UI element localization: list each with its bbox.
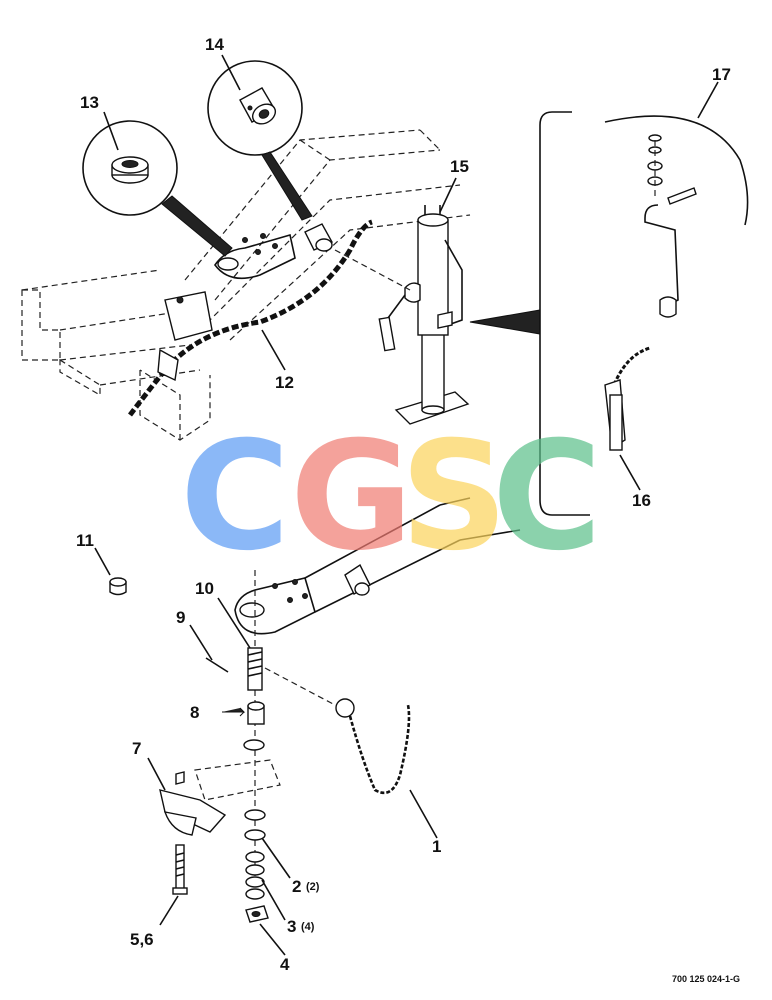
drawing-code: 700 125 024-1-G xyxy=(672,974,740,984)
crank-handle-17: 17 xyxy=(604,65,749,318)
lock-washer-3: 3 (4) xyxy=(245,851,315,936)
watermark-letter-1: C xyxy=(180,410,290,584)
watermark-letter-2: G xyxy=(290,410,413,584)
callout-10: 10 xyxy=(195,579,214,598)
lower-tongue-frame xyxy=(234,497,521,635)
safety-chain-12: 12 xyxy=(128,219,373,417)
bolt-5-6: 5,6 xyxy=(130,844,188,949)
detail-bracket xyxy=(539,111,590,516)
watermark-letter-4: C xyxy=(492,410,602,584)
frame-sleeve xyxy=(304,223,333,252)
hitch-pin-chain-1: 1 xyxy=(264,667,441,856)
washer-2: 2 (2) xyxy=(244,809,320,896)
callout-16: 16 xyxy=(632,491,651,510)
trailer-tongue-frame xyxy=(21,129,471,441)
washer-upper xyxy=(243,739,265,751)
frame-clamp xyxy=(164,291,213,341)
callout-11: 11 xyxy=(76,531,94,550)
callout-17: 17 xyxy=(712,65,731,84)
callout-1: 1 xyxy=(432,837,441,856)
callout-15: 15 xyxy=(450,157,469,176)
cgsc-watermark: C G S C xyxy=(180,410,602,584)
cotter-pin-9: 9 xyxy=(176,608,229,673)
bracket-7: 7 xyxy=(132,739,281,836)
pointer-to-detail xyxy=(469,309,541,335)
pin-with-chain-16: 16 xyxy=(604,346,651,510)
callout-13: 13 xyxy=(80,93,99,112)
callout-4: 4 xyxy=(280,955,290,974)
callout-9: 9 xyxy=(176,608,185,627)
callout-5-6: 5,6 xyxy=(130,930,154,949)
detail-circle-13: 13 xyxy=(80,93,233,257)
callout-14: 14 xyxy=(205,35,224,54)
coupler-plate xyxy=(214,233,296,280)
watermark-letter-3: S xyxy=(400,410,508,584)
bushing-13-icon xyxy=(111,156,149,184)
callout-7: 7 xyxy=(132,739,141,758)
nut-4: 4 xyxy=(245,905,290,974)
detail-circle-14: 14 xyxy=(205,35,313,221)
cap-11: 11 xyxy=(76,531,127,596)
callout-2: 2 xyxy=(292,877,301,896)
stud-10: 10 xyxy=(195,579,263,691)
callout-8: 8 xyxy=(190,703,199,722)
sleeve-14-icon xyxy=(239,87,277,125)
callout-3: 3 xyxy=(287,917,296,936)
callout-12: 12 xyxy=(275,373,294,392)
callout-3-qty: (4) xyxy=(301,921,315,933)
spacer-8: 8 xyxy=(190,701,265,725)
callout-2-qty: (2) xyxy=(306,881,320,893)
jack-stand-15: 15 xyxy=(334,157,470,425)
